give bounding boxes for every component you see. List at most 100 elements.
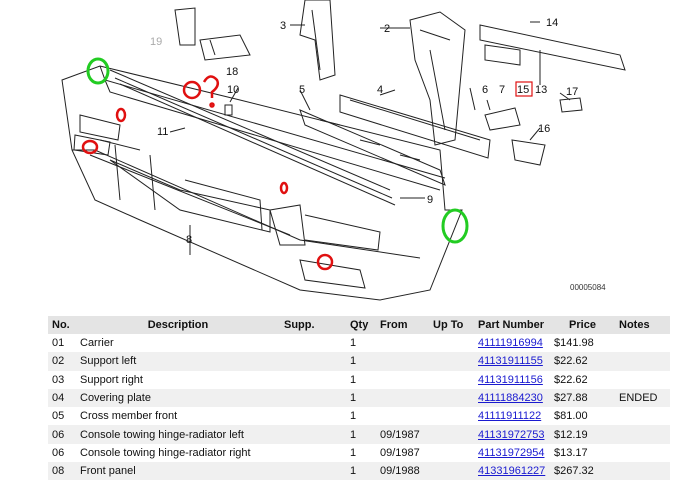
cell-supp <box>280 371 346 389</box>
cell-qty: 1 <box>350 446 357 459</box>
cell-qty: 1 <box>346 462 376 480</box>
cell-no: 03 <box>52 373 65 386</box>
cell-no: 02 <box>48 352 76 371</box>
cell-supp <box>280 462 346 480</box>
col-to[interactable]: Up To <box>429 316 474 334</box>
cell-part-number: 41131911156 <box>474 371 550 389</box>
cell-notes <box>615 334 670 352</box>
cell-notes <box>615 407 670 425</box>
cell-price: $22.62 <box>550 352 615 371</box>
cell-no: 06 <box>52 446 65 459</box>
col-from[interactable]: From <box>376 316 429 334</box>
cell-qty: 1 <box>346 352 376 371</box>
bumper-outline <box>61 65 463 301</box>
cell-qty: 1 <box>350 337 357 350</box>
cell-no: 06 <box>48 425 76 444</box>
part-number-link[interactable]: 41131972954 <box>478 446 545 459</box>
cell-part-number: 41131911155 <box>474 352 550 371</box>
cell-description: Front panel <box>76 462 280 480</box>
cell-no: 08 <box>48 462 76 480</box>
callout-16: 16 <box>538 123 550 135</box>
red-circle-annotation <box>182 80 202 100</box>
callout-15: 15 <box>517 84 529 96</box>
cell-from: 09/1987 <box>376 425 429 444</box>
callout-8: 8 <box>186 234 192 246</box>
callout-4: 4 <box>377 84 383 96</box>
cell-description: Carrier <box>80 337 114 350</box>
cell-notes <box>615 444 670 462</box>
callout-3: 3 <box>280 20 286 32</box>
highlight-box-15 <box>515 81 533 97</box>
part-number-link[interactable]: 41131911156 <box>478 373 543 386</box>
red-mark-2 <box>81 139 99 155</box>
cell-price: $81.00 <box>554 410 588 423</box>
cell-no: 05 <box>52 410 65 423</box>
col-price[interactable]: Price <box>550 316 615 334</box>
callout-18: 18 <box>226 66 238 78</box>
callout-10: 10 <box>227 84 239 96</box>
callout-19: 19 <box>150 36 162 48</box>
cell-price: $141.98 <box>554 337 594 350</box>
red-mark-3 <box>279 181 289 195</box>
table-header-row: No. Description Supp. Qty From Up To Par… <box>48 316 670 334</box>
cell-to <box>429 462 474 480</box>
cell-price: $13.17 <box>554 446 588 459</box>
callout-5: 5 <box>299 84 305 96</box>
part-number-link[interactable]: 41111884230 <box>478 392 543 405</box>
cell-notes <box>615 371 670 389</box>
callout-2: 2 <box>384 23 390 35</box>
cell-to <box>429 425 474 444</box>
cell-supp <box>280 425 346 444</box>
cell-from <box>376 334 429 352</box>
cell-notes <box>615 425 670 444</box>
cell-notes <box>615 352 670 371</box>
drawing-code: 00005084 <box>570 283 606 292</box>
cell-to <box>429 352 474 371</box>
cell-notes <box>615 462 670 480</box>
col-no[interactable]: No. <box>48 316 76 334</box>
part-number-link[interactable]: 41111911122 <box>478 410 542 423</box>
cell-to <box>429 388 474 408</box>
col-description[interactable]: Description <box>76 316 280 334</box>
cell-supp <box>280 352 346 371</box>
cell-part-number: 41111911122 <box>474 407 550 425</box>
cell-part-number: 41131972753 <box>474 425 550 444</box>
part-number-link[interactable]: 41111916994 <box>478 337 543 350</box>
cell-part-number: 41111916994 <box>474 334 550 352</box>
cell-price: $22.62 <box>554 373 588 386</box>
cell-supp <box>280 388 346 408</box>
cell-no: 01 <box>52 337 65 350</box>
green-circle-right <box>441 208 469 244</box>
cell-to <box>429 444 474 462</box>
cell-price: $267.32 <box>550 462 615 480</box>
cell-from <box>376 371 429 389</box>
cell-qty: 1 <box>350 373 357 386</box>
col-supp[interactable]: Supp. <box>280 316 346 334</box>
cell-description: Covering plate <box>76 388 280 408</box>
col-qty[interactable]: Qty <box>346 316 376 334</box>
cell-qty: 1 <box>346 388 376 408</box>
question-mark-annotation <box>202 75 220 98</box>
part-number-link[interactable]: 41131911155 <box>478 355 543 368</box>
cell-notes: ENDED <box>615 388 670 408</box>
cell-from <box>376 388 429 408</box>
parts-diagram: 3 2 14 13 15 7 6 17 16 4 5 10 11 9 8 18 … <box>61 0 626 301</box>
part-number-link[interactable]: 41331961227 <box>478 465 546 478</box>
cell-to <box>429 334 474 352</box>
cell-supp <box>280 407 346 425</box>
cell-part-number: 41331961227 <box>474 462 550 480</box>
col-notes[interactable]: Notes <box>615 316 670 334</box>
col-part-number[interactable]: Part Number <box>474 316 550 334</box>
cell-from <box>376 352 429 371</box>
callout-9: 9 <box>427 194 433 206</box>
callout-13: 13 <box>535 84 547 96</box>
cell-to <box>429 407 474 425</box>
part-number-link[interactable]: 41131972753 <box>478 428 545 441</box>
cell-supp <box>280 334 346 352</box>
cell-from <box>376 407 429 425</box>
cell-price: $27.88 <box>550 388 615 408</box>
